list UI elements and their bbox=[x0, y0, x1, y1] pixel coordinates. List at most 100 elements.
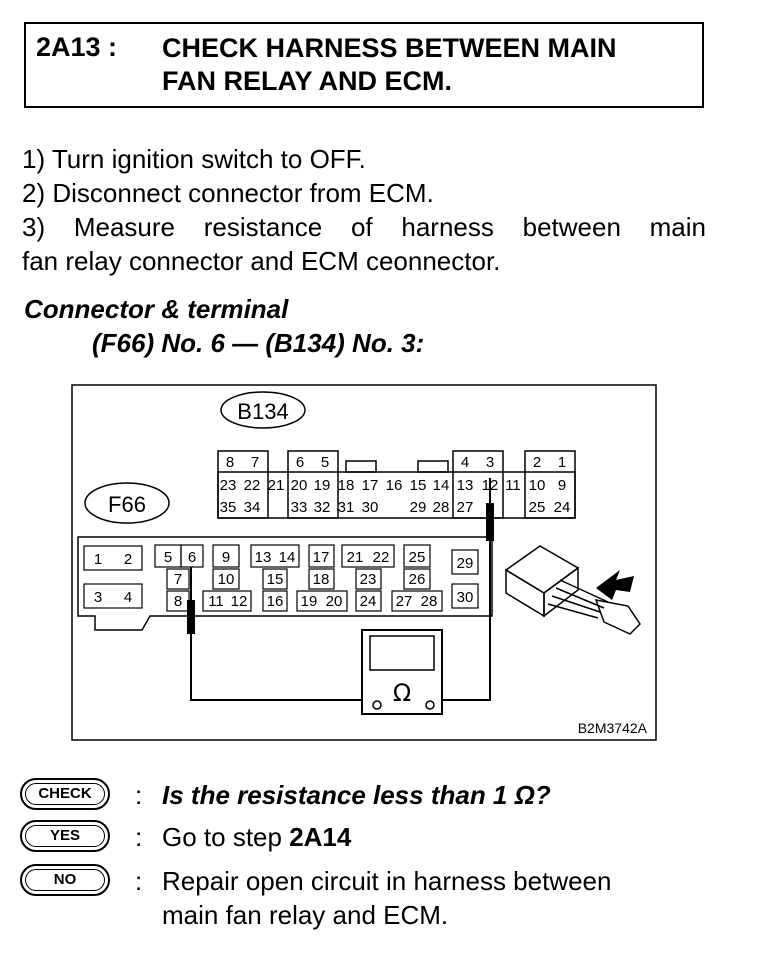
step-title-box: 2A13 : CHECK HARNESS BETWEEN MAIN FAN RE… bbox=[24, 22, 704, 108]
f66-terminal-cells bbox=[83, 544, 479, 612]
b134-term-34: 34 bbox=[244, 499, 261, 516]
check-colon: : bbox=[135, 780, 143, 810]
b134-term-33: 33 bbox=[291, 499, 308, 516]
f66-term-16: 16 bbox=[267, 593, 284, 610]
step-title: CHECK HARNESS BETWEEN MAIN FAN RELAY AND… bbox=[162, 32, 702, 98]
instruction-step-3-cont: fan relay connector and ECM ceonnector. bbox=[22, 246, 501, 276]
no-text-line-2: main fan relay and ECM. bbox=[162, 900, 449, 930]
b134-term-19: 19 bbox=[314, 477, 331, 494]
ohmmeter-icon: Ω bbox=[361, 629, 443, 715]
b134-term-15: 15 bbox=[410, 477, 427, 494]
probe-b134 bbox=[486, 503, 494, 541]
title-line-1: CHECK HARNESS BETWEEN MAIN bbox=[162, 33, 617, 63]
title-line-2: FAN RELAY AND ECM. bbox=[162, 66, 453, 96]
f66-term-24: 24 bbox=[360, 593, 377, 610]
b134-connector-outline bbox=[217, 450, 576, 519]
instruction-step-1: 1) Turn ignition switch to OFF. bbox=[22, 144, 366, 174]
f66-terminals: 1 2 3 4 5 6 7 8 9 10 11 12 13 14 15 16 1… bbox=[94, 549, 474, 610]
f66-term-20: 20 bbox=[326, 593, 343, 610]
check-question: Is the resistance less than 1 Ω? bbox=[162, 780, 551, 810]
check-row: CHECK : Is the resistance less than 1 Ω? bbox=[20, 778, 720, 814]
f66-term-6: 6 bbox=[188, 549, 196, 566]
f66-term-17: 17 bbox=[313, 549, 330, 566]
f66-term-19: 19 bbox=[301, 593, 318, 610]
f66-term-7: 7 bbox=[174, 571, 182, 588]
f66-term-1: 1 bbox=[94, 551, 102, 568]
test-leads bbox=[187, 478, 494, 701]
b134-term-24: 24 bbox=[554, 499, 571, 516]
f66-term-4: 4 bbox=[124, 589, 132, 606]
b134-term-31: 31 bbox=[338, 499, 355, 516]
b134-term-21: 21 bbox=[268, 477, 285, 494]
connector-heading: Connector & terminal bbox=[24, 294, 289, 324]
f66-term-22: 22 bbox=[373, 549, 390, 566]
yes-text: Go to step bbox=[162, 822, 290, 852]
f66-term-28: 28 bbox=[421, 593, 438, 610]
instruction-step-2: 2) Disconnect connector from ECM. bbox=[22, 178, 434, 208]
f66-term-12: 12 bbox=[231, 593, 248, 610]
b134-term-32: 32 bbox=[314, 499, 331, 516]
f66-term-25: 25 bbox=[409, 549, 426, 566]
f66-term-11: 11 bbox=[208, 593, 224, 610]
b134-term-28: 28 bbox=[433, 499, 450, 516]
b134-term-6: 6 bbox=[296, 454, 304, 471]
b134-term-8: 8 bbox=[226, 454, 234, 471]
instruction-step-3: 3) Measure resistance of harness between… bbox=[22, 212, 706, 242]
f66-term-26: 26 bbox=[409, 571, 426, 588]
b134-terminals: 8 7 6 5 4 3 2 1 23 22 21 20 19 18 17 16 … bbox=[220, 454, 571, 516]
no-badge: NO bbox=[20, 864, 110, 896]
b134-term-35: 35 bbox=[220, 499, 237, 516]
b134-term-29: 29 bbox=[410, 499, 427, 516]
b134-term-20: 20 bbox=[291, 477, 308, 494]
ohm-symbol: Ω bbox=[393, 679, 411, 707]
f66-term-13: 13 bbox=[255, 549, 272, 566]
b134-term-17: 17 bbox=[362, 477, 379, 494]
harness-connector-icon bbox=[504, 545, 641, 635]
b134-label: B134 bbox=[237, 399, 288, 424]
b134-term-16: 16 bbox=[386, 477, 403, 494]
figure-code: B2M3742A bbox=[578, 720, 648, 736]
probe-f66 bbox=[187, 600, 195, 634]
b134-term-10: 10 bbox=[529, 477, 546, 494]
insertion-arrow-icon bbox=[596, 570, 634, 600]
b134-term-9: 9 bbox=[558, 477, 566, 494]
f66-term-8: 8 bbox=[174, 593, 182, 610]
connector-spec: (F66) No. 6 — (B134) No. 3: bbox=[92, 328, 425, 358]
f66-connector-outline bbox=[77, 536, 493, 631]
diagram-frame bbox=[71, 384, 657, 741]
no-text-line-1: Repair open circuit in harness between bbox=[162, 866, 612, 896]
b134-term-1: 1 bbox=[558, 454, 566, 471]
f66-term-9: 9 bbox=[222, 549, 230, 566]
f66-term-23: 23 bbox=[360, 571, 377, 588]
f66-term-3: 3 bbox=[94, 589, 102, 606]
yes-step-link: 2A14 bbox=[289, 822, 352, 852]
f66-term-5: 5 bbox=[164, 549, 172, 566]
b134-term-25: 25 bbox=[529, 499, 546, 516]
b134-term-11: 11 bbox=[505, 477, 521, 494]
f66-label-ellipse bbox=[84, 482, 170, 524]
b134-term-18: 18 bbox=[338, 477, 355, 494]
b134-term-14: 14 bbox=[433, 477, 450, 494]
b134-term-5: 5 bbox=[321, 454, 329, 471]
f66-term-18: 18 bbox=[313, 571, 330, 588]
f66-term-2: 2 bbox=[124, 551, 132, 568]
b134-term-23: 23 bbox=[220, 477, 237, 494]
b134-term-4: 4 bbox=[461, 454, 469, 471]
b134-term-27: 27 bbox=[457, 499, 474, 516]
instruction-list: 1) Turn ignition switch to OFF. 2) Disco… bbox=[22, 142, 706, 278]
b134-term-13: 13 bbox=[457, 477, 474, 494]
no-row: NO : Repair open circuit in harness betw… bbox=[20, 864, 720, 934]
f66-term-21: 21 bbox=[347, 549, 364, 566]
check-badge: CHECK bbox=[20, 778, 110, 810]
b134-term-2: 2 bbox=[533, 454, 541, 471]
f66-term-27: 27 bbox=[396, 593, 413, 610]
yes-badge: YES bbox=[20, 820, 110, 852]
f66-term-15: 15 bbox=[267, 571, 284, 588]
yes-instruction: Go to step 2A14 bbox=[162, 820, 351, 854]
step-id: 2A13 : bbox=[36, 32, 118, 62]
b134-term-3: 3 bbox=[486, 454, 494, 471]
no-instruction: Repair open circuit in harness between m… bbox=[162, 864, 611, 932]
yes-colon: : bbox=[135, 822, 143, 852]
no-colon: : bbox=[135, 866, 143, 896]
